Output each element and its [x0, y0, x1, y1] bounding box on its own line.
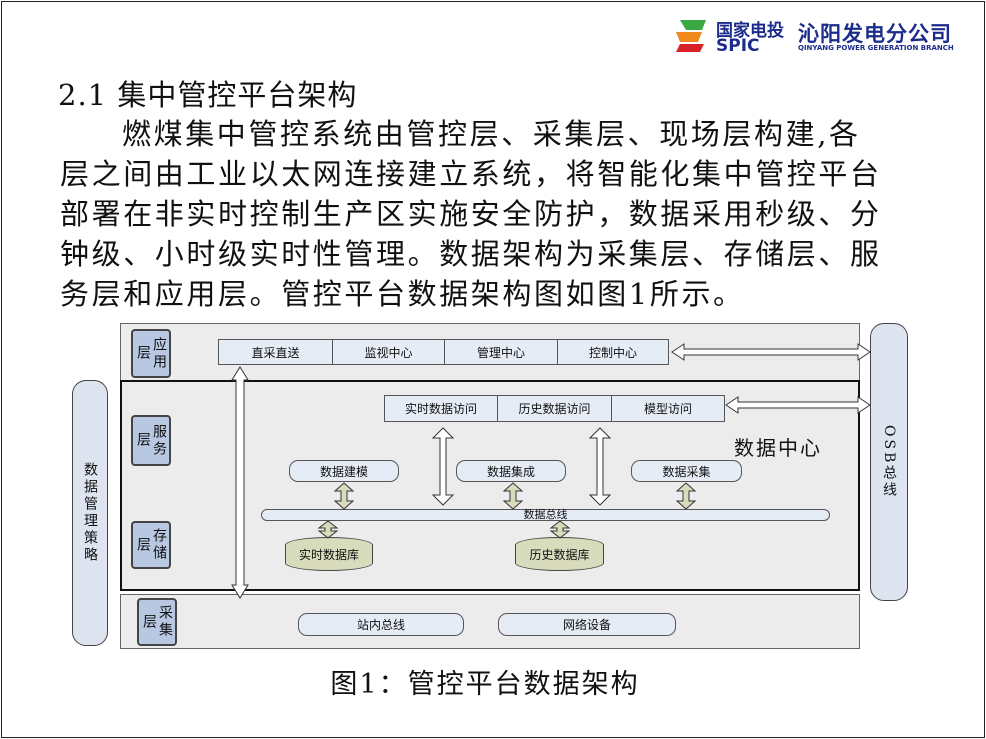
logo-cn-text: 国家电投: [716, 21, 784, 41]
service-pill: 数据采集: [631, 460, 742, 482]
data-management-strategy: 数据管理策略: [72, 380, 108, 646]
service-item: 实时数据访问: [384, 395, 498, 422]
service-item: 模型访问: [611, 395, 725, 422]
logo-company-en: QINYANG POWER GENERATION BRANCH: [798, 44, 954, 52]
database-cylinder: 实时数据库: [285, 537, 373, 571]
company-logo: 国家电投 SPIC 沁阳发电分公司 QINYANG POWER GENERATI…: [672, 14, 972, 58]
paragraph-line: 钟级、小时级实时性管理。数据架构为采集层、存储层、服: [60, 237, 882, 271]
storage-layer-label: 存储层: [131, 521, 171, 569]
service-pill: 数据建模: [289, 460, 399, 482]
osb-bus: OSB总线: [870, 323, 908, 601]
spic-logo-icon: [676, 20, 706, 52]
collect-item: 站内总线: [298, 613, 464, 636]
paragraph-line: 层之间由工业以太网连接建立系统，将智能化集中管控平台: [60, 157, 882, 191]
double-arrow-icon: [588, 427, 612, 506]
collect-item: 网络设备: [498, 613, 676, 636]
paragraph-line: 务层和应用层。管控平台数据架构图如图1所示。: [60, 277, 745, 311]
double-arrow-icon: [333, 482, 355, 510]
double-arrow-icon: [317, 520, 339, 539]
double-arrow-icon: [502, 482, 524, 510]
paragraph-line: 燃煤集中管控系统由管控层、采集层、现场层构建,各: [122, 117, 861, 151]
figure-caption: 图1：管控平台数据架构: [330, 669, 640, 700]
collect-layer-band: [120, 594, 860, 649]
app-item: 管理中心: [444, 339, 558, 365]
data-bus: 数据总线: [261, 509, 830, 521]
double-arrow-icon: [231, 366, 249, 599]
service-item: 历史数据访问: [497, 395, 612, 422]
service-pill: 数据集成: [456, 460, 566, 482]
app-item: 直采直送: [218, 339, 333, 365]
app-layer-label: 应用层: [131, 329, 171, 378]
logo-en-text: SPIC: [716, 36, 760, 56]
double-arrow-icon: [725, 396, 871, 414]
paragraph-line: 部署在非实时控制生产区实施安全防护，数据采用秒级、分: [60, 197, 882, 231]
logo-company: 沁阳发电分公司: [798, 22, 952, 46]
app-item: 监视中心: [332, 339, 445, 365]
double-arrow-icon: [549, 520, 571, 539]
double-arrow-icon: [671, 343, 871, 361]
body-paragraph: 燃煤集中管控系统由管控层、采集层、现场层构建,各 层之间由工业以太网连接建立系统…: [60, 114, 910, 314]
app-item: 控制中心: [557, 339, 669, 365]
double-arrow-icon: [675, 482, 697, 510]
section-title: 2.1 集中管控平台架构: [58, 78, 358, 112]
collect-layer-label: 采集层: [137, 598, 177, 646]
data-center-label: 数据中心: [734, 436, 822, 460]
double-arrow-icon: [431, 427, 455, 506]
database-cylinder: 历史数据库: [515, 537, 604, 571]
service-layer-label: 服务层: [131, 415, 171, 466]
